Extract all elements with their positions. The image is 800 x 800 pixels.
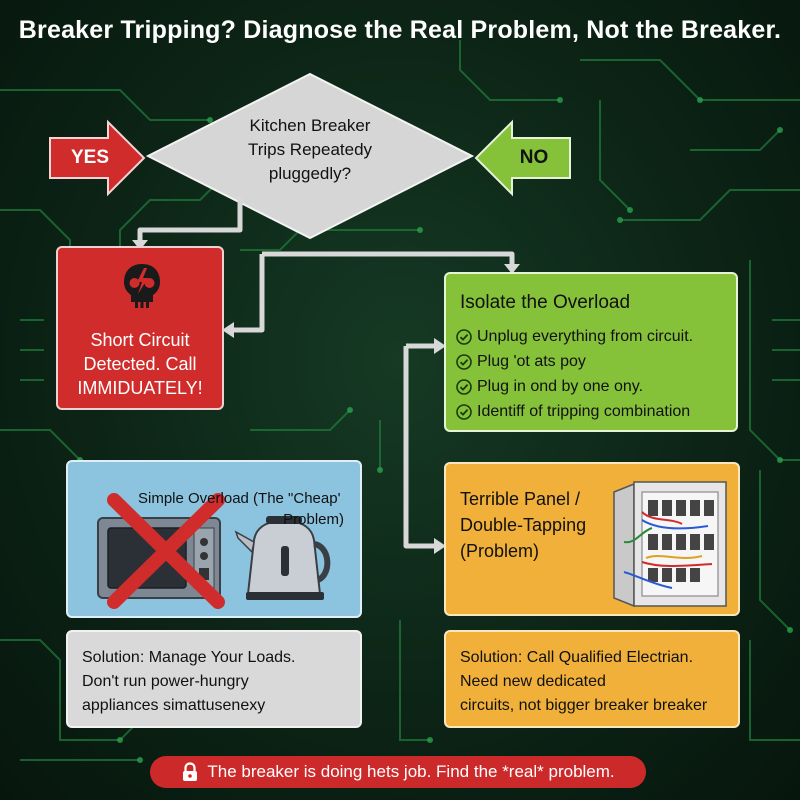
isolate-title: Isolate the Overload — [460, 292, 631, 313]
short-circuit-line: IMMIDUATELY! — [77, 378, 203, 398]
connector-to-isolate — [262, 251, 515, 266]
solution-line: Don't run power-hungry — [82, 673, 249, 690]
short-circuit-text: Short Circuit Detected. Call IMMIDUATELY… — [58, 328, 222, 400]
page-title: Breaker Tripping? Diagnose the Real Prob… — [18, 16, 782, 44]
isolate-step-text: Plug 'ot ats poy — [477, 353, 586, 370]
skull-lightning-icon — [124, 264, 160, 308]
isolate-steps: Unplug everything from circuit. Plug 'ot… — [456, 324, 693, 424]
check-circle-icon — [456, 353, 472, 370]
panel-problem-box: Terrible Panel / Double-Tapping (Problem… — [444, 462, 740, 616]
connector-diamond-to-short — [137, 196, 243, 242]
list-item: Unplug everything from circuit. — [456, 324, 693, 349]
overload-illustration — [97, 493, 331, 609]
yes-arrow — [49, 119, 146, 197]
lock-icon — [183, 762, 198, 781]
footer-text: The breaker is doing hets job. Find the … — [207, 762, 615, 781]
isolate-overload-box: Isolate the Overload Unplug everything f… — [444, 272, 738, 432]
decision-diamond — [145, 72, 475, 240]
short-circuit-line: Short Circuit — [90, 330, 190, 350]
connector-vertical-right — [403, 346, 436, 549]
simple-overload-box: Simple Overload (The "Cheap' Problem) — [66, 460, 362, 618]
list-item: Plug in ond by one ony. — [456, 374, 693, 399]
overload-line: Simple Overload (The "Cheap' — [138, 490, 341, 507]
isolate-step-text: Identiff of tripping combination — [477, 403, 691, 420]
check-circle-icon — [456, 328, 472, 345]
decision-line: Kitchen Breaker — [249, 116, 371, 135]
footer-banner: The breaker is doing hets job. Find the … — [150, 756, 646, 788]
solution-line: Need new dedicated — [460, 673, 606, 690]
decision-question: Kitchen Breaker Trips Repeatedy pluggedl… — [222, 114, 398, 186]
connector-isolate-to-short — [232, 254, 265, 333]
red-x-icon — [107, 493, 225, 609]
panel-text: Terrible Panel / Double-Tapping (Problem… — [460, 486, 586, 564]
decision-line: pluggedly? — [268, 164, 352, 183]
solution-line: Solution: Call Qualified Electrian. — [460, 649, 694, 666]
overload-text: Simple Overload (The "Cheap' Problem) — [138, 488, 352, 530]
short-circuit-line: Detected. Call — [83, 354, 197, 374]
yes-label: YES — [70, 147, 110, 168]
solution-line: appliances simattusenexy — [82, 697, 266, 714]
isolate-step-text: Plug in ond by one ony. — [477, 378, 644, 395]
no-arrow — [474, 119, 571, 197]
no-label: NO — [519, 147, 549, 168]
check-circle-icon — [456, 378, 472, 395]
check-circle-icon — [456, 403, 472, 420]
solution-manage-loads-box: Solution: Manage Your Loads. Don't run p… — [66, 630, 362, 728]
electrical-panel-icon — [613, 481, 727, 608]
solution-line: circuits, not bigger breaker breaker — [460, 697, 708, 714]
panel-line: Double-Tapping — [460, 515, 587, 535]
short-circuit-box: Short Circuit Detected. Call IMMIDUATELY… — [56, 246, 224, 410]
overload-line: Problem) — [283, 511, 344, 528]
solution-right-text: Solution: Call Qualified Electrian. Need… — [460, 646, 707, 718]
solution-call-electrician-box: Solution: Call Qualified Electrian. Need… — [444, 630, 740, 728]
kettle-icon — [234, 516, 331, 600]
solution-line: Solution: Manage Your Loads. — [82, 649, 296, 666]
list-item: Identiff of tripping combination — [456, 399, 693, 424]
solution-left-text: Solution: Manage Your Loads. Don't run p… — [82, 646, 296, 718]
list-item: Plug 'ot ats poy — [456, 349, 693, 374]
isolate-step-text: Unplug everything from circuit. — [477, 328, 694, 345]
decision-line: Trips Repeatedy — [247, 140, 373, 159]
panel-line: Terrible Panel / — [460, 489, 581, 509]
panel-line: (Problem) — [460, 541, 540, 561]
